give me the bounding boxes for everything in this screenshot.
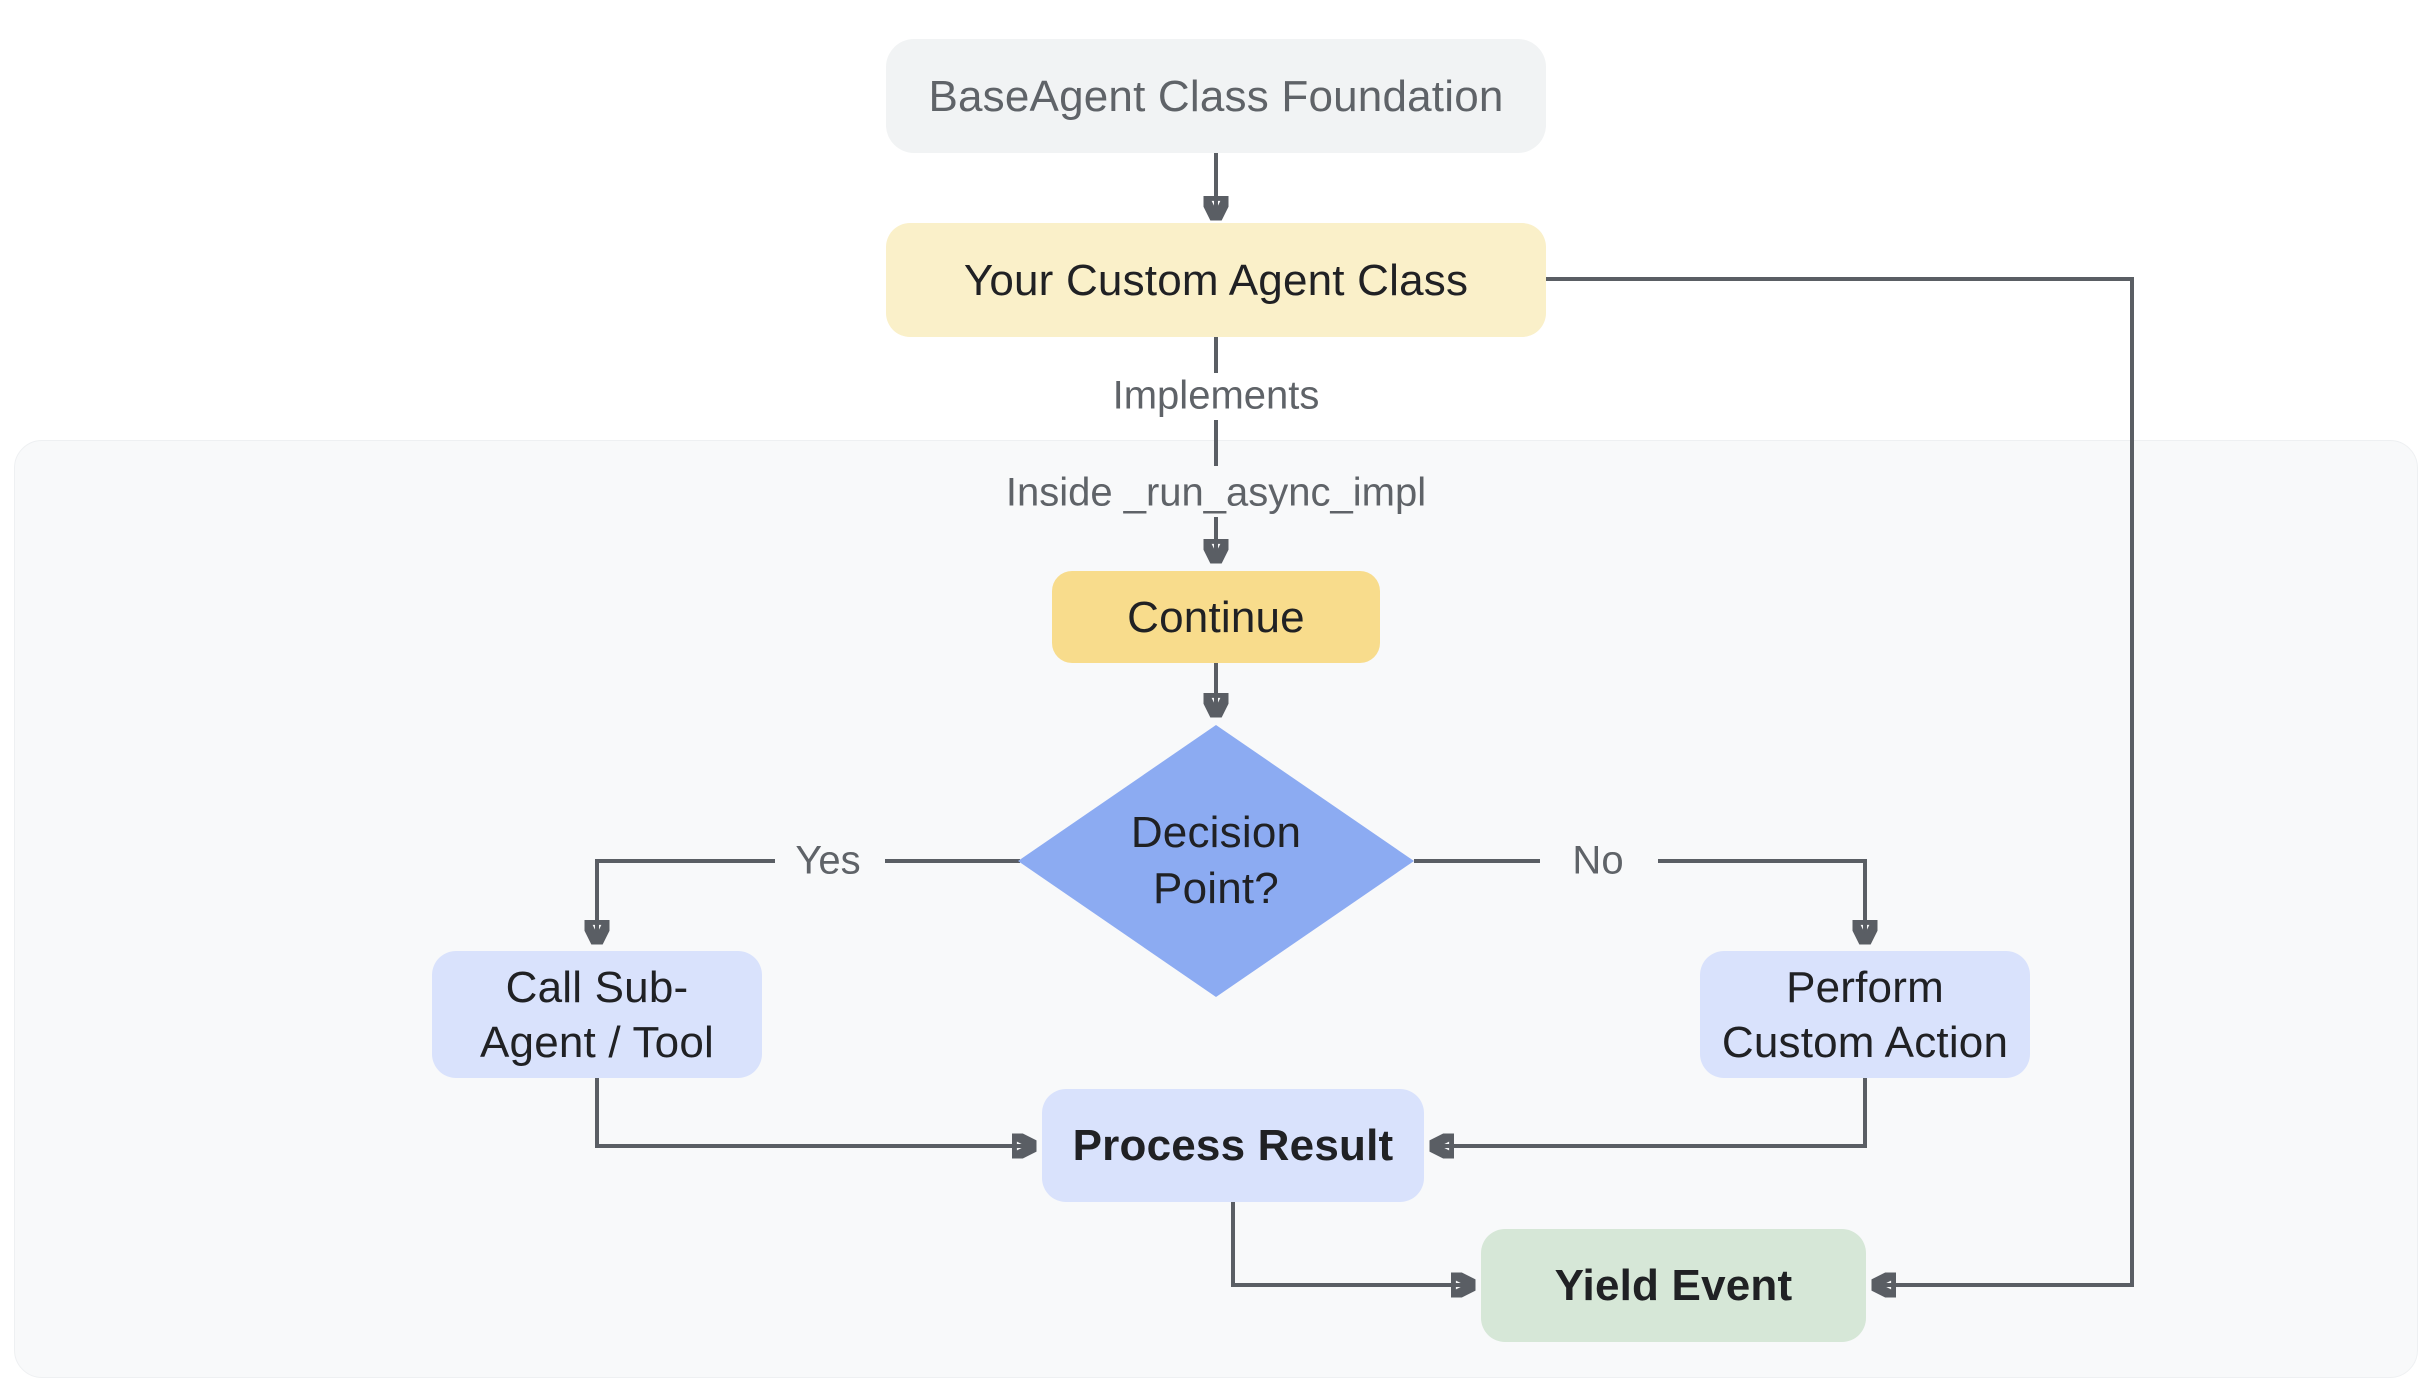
edge-label-yes: Yes: [795, 838, 861, 883]
edge-label-inside-run-async-impl: Inside _run_async_impl: [1005, 470, 1427, 515]
edge-label-no: No: [1572, 838, 1624, 883]
node-perform-custom-action-line1: Perform: [1786, 962, 1944, 1012]
node-yield-event: Yield Event: [1481, 1229, 1866, 1342]
node-decision-point: Decision Point?: [1018, 725, 1414, 997]
node-call-sub-agent-tool-line1: Call Sub-: [505, 962, 689, 1012]
node-process-result: Process Result: [1042, 1089, 1424, 1202]
node-call-sub-agent-tool-line2: Agent / Tool: [480, 1017, 714, 1067]
node-yield-event-label: Yield Event: [1554, 1261, 1793, 1310]
node-call-sub-agent-tool: Call Sub- Agent / Tool: [432, 951, 762, 1078]
node-decision-point-line1: Decision: [1130, 808, 1302, 857]
node-custom-agent-class-label: Your Custom Agent Class: [963, 255, 1469, 305]
node-continue-label: Continue: [1127, 592, 1305, 642]
node-perform-custom-action-line2: Custom Action: [1721, 1017, 2009, 1067]
node-decision-point-line2: Point?: [1153, 864, 1279, 913]
node-custom-agent-class: Your Custom Agent Class: [886, 223, 1546, 337]
node-process-result-label: Process Result: [1072, 1121, 1394, 1170]
node-baseagent-foundation: BaseAgent Class Foundation: [886, 39, 1546, 153]
node-perform-custom-action: Perform Custom Action: [1700, 951, 2030, 1078]
node-baseagent-foundation-label: BaseAgent Class Foundation: [928, 71, 1504, 121]
node-continue: Continue: [1052, 571, 1380, 663]
edge-label-implements: Implements: [1112, 373, 1320, 418]
